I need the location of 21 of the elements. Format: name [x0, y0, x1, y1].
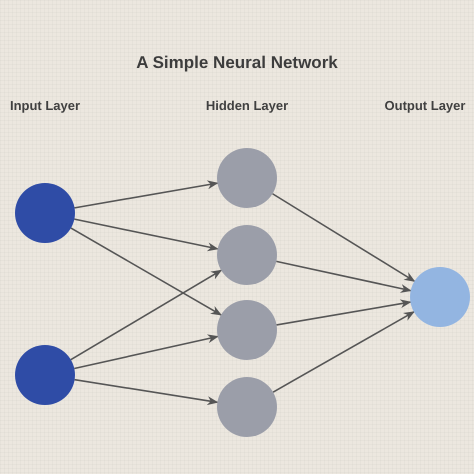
input-neuron-circle: [15, 345, 75, 405]
arrow: [70, 227, 222, 316]
output-neuron-circle: [410, 267, 470, 327]
arrow: [276, 260, 412, 293]
arrow: [70, 270, 222, 360]
layer-label: Hidden Layer: [206, 98, 288, 113]
arrow: [74, 218, 219, 252]
arrow: [74, 334, 219, 370]
arrow: [276, 299, 412, 326]
arrow: [74, 180, 219, 209]
arrow: [272, 193, 416, 282]
hidden-neuron-circle: [217, 377, 277, 437]
arrow: [74, 378, 218, 406]
layer-label: Input Layer: [10, 98, 80, 113]
diagram-title: A Simple Neural Network: [136, 53, 338, 73]
hidden-neuron-circle: [217, 148, 277, 208]
layer-label: Output Layer: [384, 98, 466, 113]
hidden-neuron-circle: [217, 225, 277, 285]
arrow: [272, 311, 415, 393]
input-neuron-circle: [15, 183, 75, 243]
hidden-neuron-circle: [217, 300, 277, 360]
